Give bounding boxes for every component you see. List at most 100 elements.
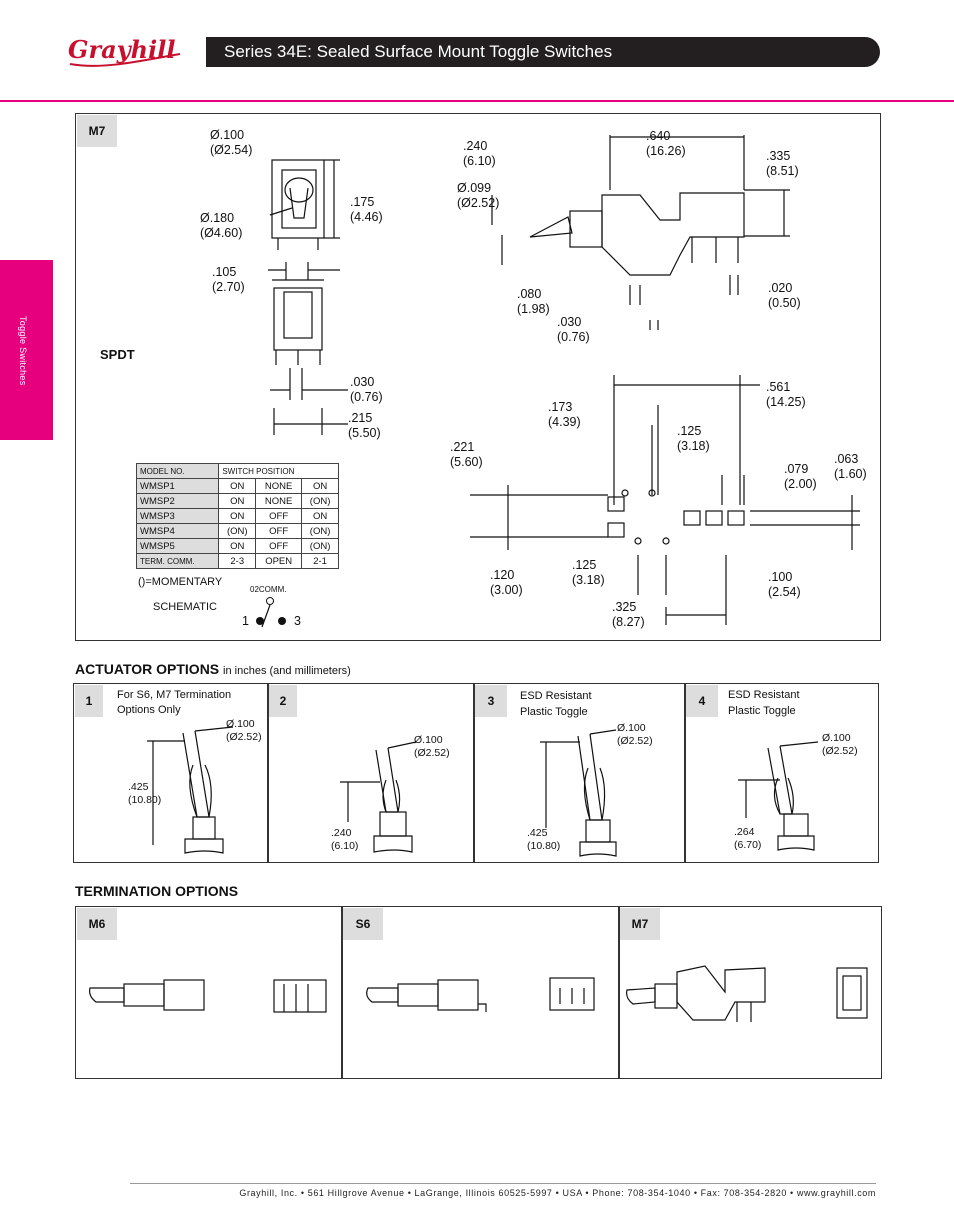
actuator-4-drawing [738,741,819,851]
table-cell: (ON) [301,493,339,509]
table-cell: ON [218,493,257,509]
front-dim-105: .105 (2.70) [212,265,245,294]
actuator-option-3-height: .425 (10.80) [527,827,561,852]
pcb-dim-125b: .125 (3.18) [572,558,605,587]
grayhill-logo: Grayhill [68,35,181,67]
termination-heading: TERMINATION OPTIONS [75,883,239,899]
termination-options-panel [75,906,882,1079]
actuator-option-3-note: ESD Resistant Plastic Toggle [520,690,592,718]
pcb-layout-drawing [470,375,860,625]
table-cell: NONE [255,493,303,509]
actuator-option-2-height: .240 (6.10) [331,827,359,852]
termination-option-m6-label: M6 [77,908,117,940]
logo-text: Grayhill [68,35,175,64]
termination-s6-drawing [366,977,595,1012]
table-cell: NONE [255,478,303,494]
table-cell: (ON) [301,523,339,539]
actuator-subheading: in inches (and millimeters) [223,665,351,677]
table-header-row: MODEL NO. SWITCH POSITION [135,463,339,479]
pcb-dim-079: .079 (2.00) [784,462,817,491]
schematic-label: SCHEMATIC [153,601,217,613]
pcb-dim-173: .173 (4.39) [548,400,581,429]
pcb-dim-120: .120 (3.00) [490,568,523,597]
actuator-option-4-note: ESD Resistant Plastic Toggle [728,689,800,717]
front-view-drawing [268,159,348,435]
side-dim-240: .240 (6.10) [463,139,496,168]
front-dim-175: .175 (4.46) [350,195,383,224]
pcb-dim-561: .561 (14.25) [766,380,806,409]
panel-label-m7: M7 [77,115,117,147]
side-dim-030: .030 (0.76) [557,315,590,344]
pcb-dim-100: .100 (2.54) [768,570,801,599]
table-cell: 2-3 [218,553,257,569]
side-dim-335: .335 (8.51) [766,149,799,178]
table-cell: ON [218,538,257,554]
table-cell-model: WMSP5 [135,538,220,554]
actuator-1-drawing [147,726,234,854]
table-cell-model: WMSP4 [135,523,220,539]
actuator-option-2-dia: Ø.100 (Ø2.52) [414,734,450,759]
termination-option-s6-label: S6 [343,908,383,940]
table-cell-model: WMSP2 [135,493,220,509]
pcb-dim-063: .063 (1.60) [834,452,867,481]
schematic-pin-1: 1 [242,614,249,628]
termination-m6-drawing [89,979,327,1013]
header-divider [0,100,954,102]
side-dim-080: .080 (1.98) [517,287,550,316]
m7-dimension-panel [75,113,881,641]
table-row: WMSP4(ON)OFF(ON) [135,523,339,539]
footer-rule [130,1183,876,1184]
front-dim-dia180: Ø.180 (Ø4.60) [200,211,243,240]
table-cell: OFF [255,508,303,524]
table-cell: (ON) [218,523,257,539]
side-tab-label: Toggle Switches [18,316,28,386]
termination-m7-drawing [626,965,868,1022]
table-cell: 2-1 [301,553,339,569]
table-cell: ON [218,508,257,524]
actuator-option-4-height: .264 (6.70) [734,826,762,851]
side-dim-640: .640 (16.26) [646,129,686,158]
actuator-3-drawing [540,729,617,857]
actuator-option-3-dia: Ø.100 (Ø2.52) [617,722,653,747]
actuator-divider [267,684,269,862]
table-header-model: MODEL NO. [135,463,220,479]
actuator-options-panel [73,683,879,863]
table-cell: ON [218,478,257,494]
page-title: Series 34E: Sealed Surface Mount Toggle … [206,37,880,67]
side-tab[interactable]: Toggle Switches [0,260,53,440]
termination-divider [341,907,343,1078]
schematic-pin-3: 3 [294,614,301,628]
actuator-option-1-dia: Ø.100 (Ø2.52) [226,718,262,743]
actuator-option-2-label: 2 [269,685,297,717]
termination-option-m7-label: M7 [620,908,660,940]
momentary-note: ()=MOMENTARY [138,576,223,588]
comm-label: 02COMM. [250,585,287,594]
side-dim-dia099: Ø.099 (Ø2.52) [457,181,500,210]
actuator-heading: ACTUATOR OPTIONS in inches (and millimet… [75,661,351,677]
actuator-2-drawing [340,741,417,853]
actuator-option-3-label: 3 [475,685,507,717]
side-dim-020: .020 (0.50) [768,281,801,310]
pcb-dim-221: .221 (5.60) [450,440,483,469]
table-cell: OFF [255,523,303,539]
table-cell: ON [301,478,339,494]
pcb-dim-325: .325 (8.27) [612,600,645,629]
actuator-divider [684,684,686,862]
table-cell-model: WMSP1 [135,478,220,494]
front-dim-215: .215 (5.50) [348,411,381,440]
footer-contact: Grayhill, Inc. • 561 Hillgrove Avenue • … [239,1188,876,1198]
table-cell: (ON) [301,538,339,554]
table-cell: OFF [255,538,303,554]
actuator-divider [473,684,475,862]
pcb-dim-125a: .125 (3.18) [677,424,710,453]
front-dim-030: .030 (0.76) [350,375,383,404]
termination-divider [618,907,620,1078]
table-cell: ON [301,508,339,524]
actuator-heading-text: ACTUATOR OPTIONS [75,661,220,677]
